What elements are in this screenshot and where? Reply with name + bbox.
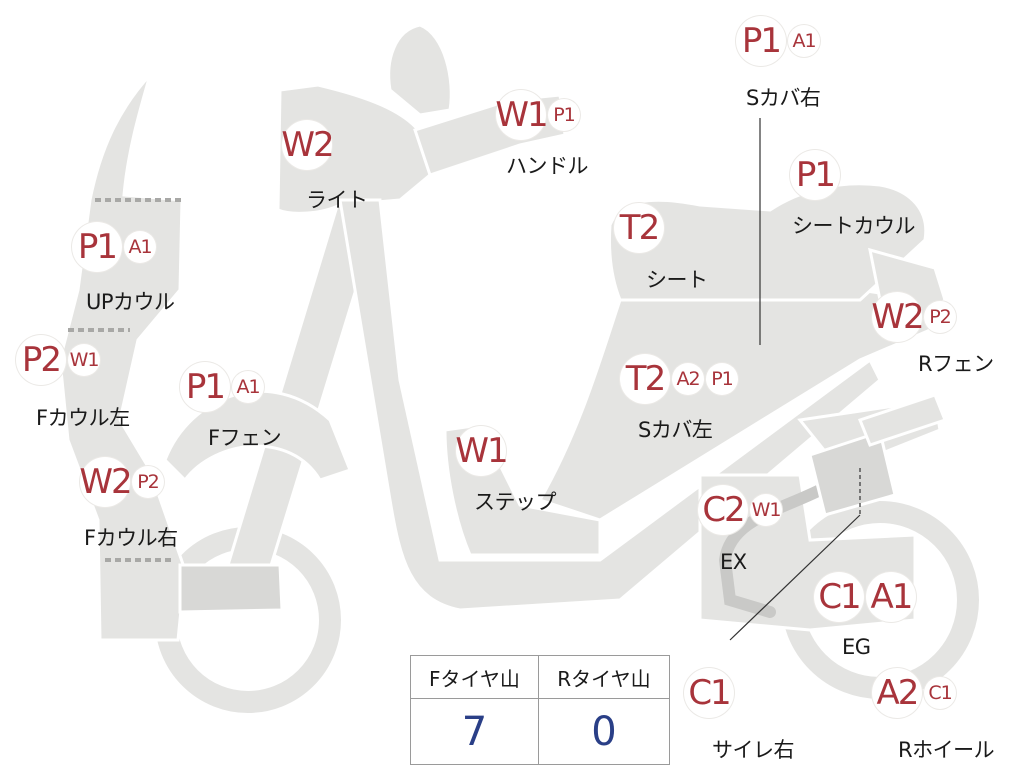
marker-seat: T2	[614, 203, 664, 253]
code-badge: W1	[455, 426, 509, 476]
code-badge: C1	[924, 677, 956, 709]
side-body-shape	[537, 288, 932, 522]
label-s-cover-right: Sカバ右	[746, 86, 821, 110]
label-r-wheel: Rホイール	[898, 738, 995, 762]
label-eg: EG	[842, 635, 871, 659]
front-base-block	[178, 563, 284, 614]
tire-tread-table: Fタイヤ山 Rタイヤ山 7 0	[410, 655, 671, 765]
code-badge: A1	[866, 572, 916, 622]
r-tire-value: 0	[537, 698, 671, 765]
code-badge: A1	[124, 231, 156, 263]
marker-s-cover-right: P1 A1	[736, 16, 820, 66]
f-tire-header: Fタイヤ山	[410, 655, 539, 699]
label-muffler-right: サイレ右	[712, 738, 795, 762]
code-badge: A1	[788, 25, 820, 57]
code-badge: A2	[872, 668, 922, 718]
label-handle: ハンドル	[506, 154, 589, 178]
label-f-fender: Fフェン	[208, 426, 282, 450]
code-badge: P1	[548, 99, 580, 131]
marker-seat-cowl: P1	[790, 150, 840, 200]
marker-muffler-right: C1	[684, 668, 734, 718]
marker-handle: W1 P1	[495, 90, 580, 140]
r-tire-header: Rタイヤ山	[537, 655, 671, 699]
marker-f-fender: P1 A1	[180, 362, 264, 412]
label-light: ライト	[306, 188, 368, 212]
code-badge: W1	[495, 90, 549, 140]
mirror-shape	[387, 23, 453, 117]
marker-ex: C2 W1	[698, 485, 782, 535]
code-badge: P2	[924, 301, 956, 333]
label-f-cowl-left: Fカウル左	[36, 406, 130, 430]
code-badge: T2	[620, 354, 670, 404]
code-badge: C2	[698, 485, 748, 535]
marker-f-cowl-left: P2 W1	[16, 335, 100, 385]
code-badge: C1	[814, 572, 864, 622]
label-seat-cowl: シートカウル	[792, 214, 916, 238]
muffler-shape	[808, 430, 897, 517]
code-badge: P1	[790, 150, 840, 200]
marker-up-cowl: P1 A1	[72, 222, 156, 272]
code-badge: A2	[672, 363, 704, 395]
swing-arm	[858, 393, 947, 447]
f-tire-value: 7	[410, 698, 539, 765]
code-badge: W1	[68, 344, 100, 376]
code-badge: W1	[750, 494, 782, 526]
label-seat: シート	[646, 268, 708, 292]
code-badge: A1	[232, 371, 264, 403]
code-badge: P1	[706, 363, 738, 395]
code-badge: P2	[132, 466, 164, 498]
code-badge: T2	[614, 203, 664, 253]
code-badge: P1	[72, 222, 122, 272]
label-step: ステップ	[474, 490, 557, 514]
leader-muffler-right	[729, 514, 861, 641]
exhaust-pipe	[718, 484, 826, 618]
tire-header-row: Fタイヤ山 Rタイヤ山	[410, 655, 671, 699]
marker-light: W2	[281, 120, 335, 170]
seat-shape	[608, 182, 928, 302]
code-badge: P2	[16, 335, 66, 385]
marker-step: W1	[455, 426, 509, 476]
marker-s-cover-left: T2 A2 P1	[620, 354, 738, 404]
code-badge: C1	[684, 668, 734, 718]
marker-r-fender: W2 P2	[871, 292, 956, 342]
label-s-cover-left: Sカバ左	[638, 418, 713, 442]
label-f-cowl-right: Fカウル右	[84, 526, 178, 550]
frame-shape	[338, 198, 882, 612]
marker-f-cowl-right: W2 P2	[79, 457, 164, 507]
tire-value-row: 7 0	[410, 698, 671, 765]
label-ex: EX	[720, 550, 747, 574]
label-r-fender: Rフェン	[918, 352, 994, 376]
code-badge: W2	[281, 120, 335, 170]
code-badge: W2	[871, 292, 925, 342]
marker-eg: C1 A1	[814, 572, 916, 622]
marker-r-wheel: A2 C1	[872, 668, 956, 718]
code-badge: P1	[736, 16, 786, 66]
code-badge: P1	[180, 362, 230, 412]
code-badge: W2	[79, 457, 133, 507]
label-up-cowl: UPカウル	[86, 290, 175, 314]
